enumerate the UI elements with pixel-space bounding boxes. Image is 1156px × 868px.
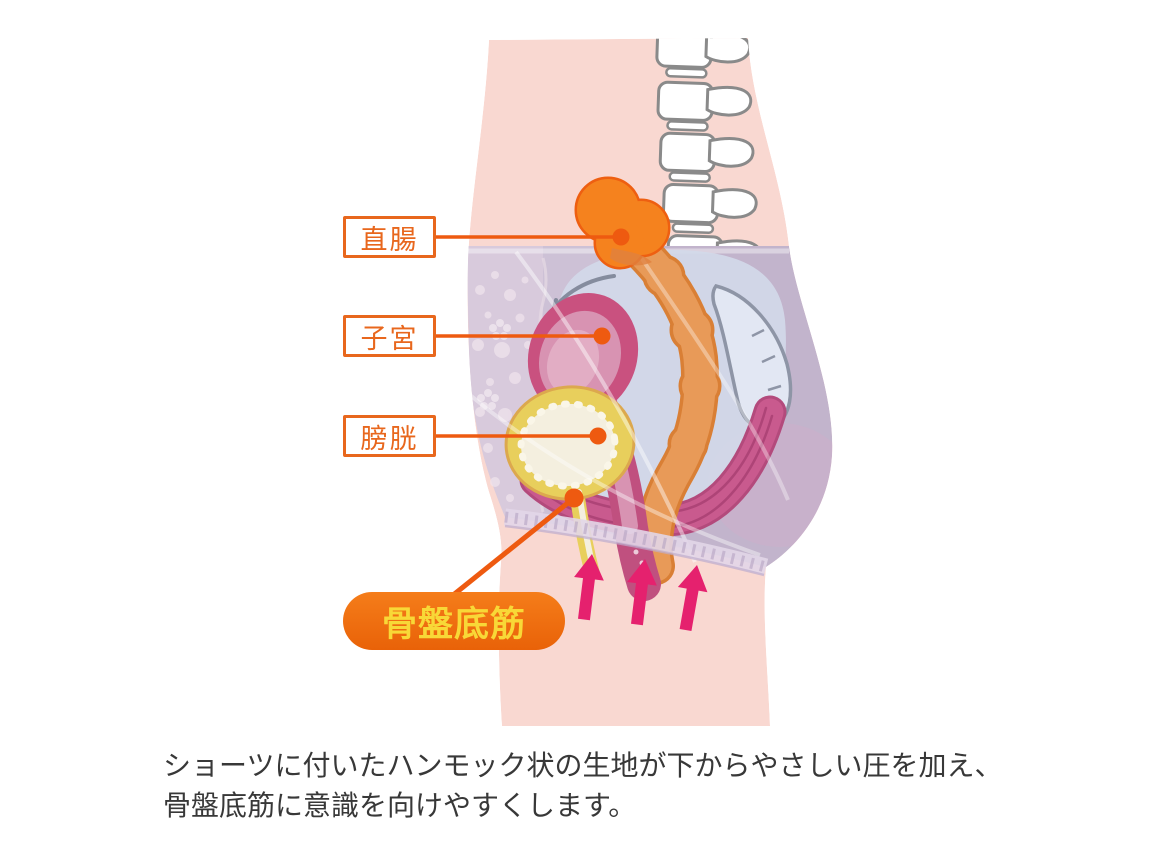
up-arrow-icon bbox=[574, 554, 604, 621]
caption: ショーツに付いたハンモック状の生地が下からやさしい圧を加え、 骨盤底筋に意識を向… bbox=[163, 746, 1043, 826]
label-uterus: 子宮 bbox=[343, 315, 436, 357]
caption-line-1: ショーツに付いたハンモック状の生地が下からやさしい圧を加え、 bbox=[163, 750, 1003, 781]
body-art bbox=[467, 38, 833, 726]
connector-lines bbox=[436, 228, 630, 598]
caption-line-2: 骨盤底筋に意識を向けやすくします。 bbox=[163, 790, 637, 821]
up-arrow-icon bbox=[677, 565, 708, 632]
hammock-seam-lines bbox=[468, 248, 790, 563]
label-bladder: 膀胱 bbox=[343, 415, 436, 457]
leg-trim-band bbox=[504, 508, 769, 577]
pressure-arrows bbox=[574, 554, 708, 632]
label-rectum: 直腸 bbox=[343, 216, 436, 258]
pelvic-floor-badge: 骨盤底筋 bbox=[343, 592, 565, 650]
up-arrow-icon bbox=[627, 559, 657, 626]
